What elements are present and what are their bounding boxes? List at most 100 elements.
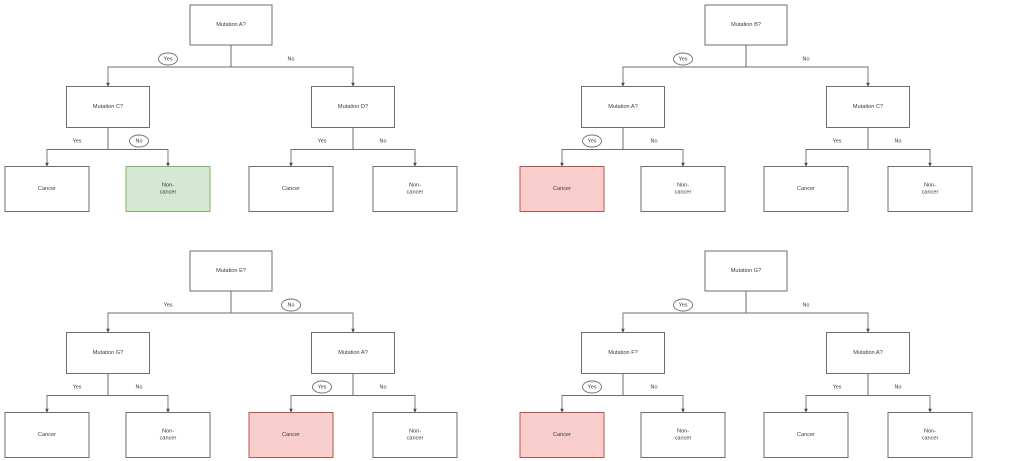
tree-bottom-left-leaf-3[interactable]	[248, 412, 334, 458]
tree-top-left-leaf-3[interactable]	[248, 166, 334, 212]
tree-top-left-edge-r-yes	[289, 127, 354, 167]
tree-top-right-leaf-4-label: Non-cancer	[922, 183, 939, 196]
tree-top-left-leaf-1-label: Cancer	[38, 186, 56, 192]
tree-top-left-leaf-2-label: Non-cancer	[160, 183, 177, 196]
tree-top-left-branch-root-no-label: No	[288, 56, 295, 62]
tree-top-right-leaf-1[interactable]	[519, 166, 605, 212]
tree-top-left-leaf-2[interactable]	[125, 166, 211, 212]
tree-bottom-left: Mutation E? Mutation G? Mutation A? Cancer N…	[4, 250, 458, 458]
tree-top-right-edge-l-no	[622, 127, 685, 167]
tree-bottom-right-edge-root-no	[745, 291, 870, 333]
tree-bottom-left-branch-l-yes-label: Yes	[73, 384, 82, 390]
tree-bottom-right-branch-l-no-label: No	[651, 384, 658, 390]
tree-top-left-edge-l-yes	[45, 127, 109, 167]
tree-bottom-right-branch-root-no-label: No	[803, 302, 810, 308]
tree-top-right-branch-r-yes-label: Yes	[833, 138, 842, 144]
tree-top-left-right-node[interactable]	[311, 86, 395, 128]
tree-bottom-left-edge-root-no	[230, 291, 355, 333]
tree-bottom-left-root-node-label: Mutation E?	[216, 268, 246, 274]
tree-top-right-root-node-label: Mutation B?	[731, 22, 761, 28]
tree-bottom-right-edge-root-yes	[621, 291, 747, 333]
tree-top-right-right-node-label: Mutation C?	[853, 104, 883, 110]
tree-top-left-edge-r-no	[352, 127, 417, 167]
tree-bottom-left-right-node-label: Mutation A?	[338, 350, 368, 356]
tree-bottom-right-right-node-label: Mutation A?	[853, 350, 883, 356]
tree-top-right-branch-root-yes-label: Yes	[679, 56, 688, 62]
tree-top-right-leaf-2-label: Non-cancer	[675, 183, 692, 196]
tree-top-left-left-node-label: Mutation C?	[93, 104, 123, 110]
tree-top-left-leaf-3-label: Cancer	[282, 186, 300, 192]
tree-bottom-left-leaf-1-label: Cancer	[38, 432, 56, 438]
tree-top-left-branch-l-no-label: No	[136, 138, 143, 144]
tree-top-right: Mutation B? Mutation A? Mutation C? Cancer N…	[519, 4, 973, 212]
tree-top-left-edge-root-no	[230, 45, 355, 87]
tree-top-left-right-node-label: Mutation D?	[338, 104, 368, 110]
tree-bottom-right-right-node[interactable]	[826, 332, 910, 374]
tree-bottom-left-leaf-1[interactable]	[4, 412, 90, 458]
tree-bottom-right-left-node-label: Mutation F?	[608, 350, 638, 356]
tree-bottom-right-leaf-4[interactable]	[887, 412, 973, 458]
tree-bottom-left-branch-r-yes-label: Yes	[318, 384, 327, 390]
tree-top-right-leaf-3[interactable]	[763, 166, 849, 212]
tree-top-right-root-node[interactable]	[704, 4, 788, 46]
tree-bottom-left-branch-root-no-label: No	[288, 302, 295, 308]
tree-bottom-right-leaf-3-label: Cancer	[797, 432, 815, 438]
tree-top-right-branch-l-no-label: No	[651, 138, 658, 144]
tree-bottom-right-leaf-3[interactable]	[763, 412, 849, 458]
tree-top-left-branch-r-yes-label: Yes	[318, 138, 327, 144]
tree-bottom-left-branch-r-yes-label-ellipse	[312, 380, 332, 394]
tree-top-right-leaf-3-label: Cancer	[797, 186, 815, 192]
tree-bottom-left-edge-l-no	[107, 373, 170, 413]
tree-top-right-right-node[interactable]	[826, 86, 910, 128]
tree-bottom-right-left-node[interactable]	[581, 332, 665, 374]
tree-bottom-right: Mutation G? Mutation F? Mutation A? Cancer N…	[519, 250, 973, 458]
tree-bottom-right-leaf-1[interactable]	[519, 412, 605, 458]
tree-bottom-right-branch-r-no-label: No	[895, 384, 902, 390]
tree-top-left-branch-root-yes-label-ellipse	[158, 52, 178, 66]
tree-top-left-branch-r-no-label: No	[380, 138, 387, 144]
tree-top-left-root-node[interactable]	[189, 4, 273, 46]
tree-bottom-left-right-node[interactable]	[311, 332, 395, 374]
tree-bottom-right-branch-r-yes-label: Yes	[833, 384, 842, 390]
tree-top-right-leaf-1-label: Cancer	[553, 186, 571, 192]
tree-top-left-edge-root-yes	[106, 45, 232, 87]
tree-bottom-right-root-node[interactable]	[704, 250, 788, 292]
tree-top-left: Mutation A? Mutation C? Mutation D? Cancer N…	[4, 4, 458, 212]
tree-top-left-leaf-4-label: Non-cancer	[407, 183, 424, 196]
tree-top-left-leaf-1[interactable]	[4, 166, 90, 212]
tree-bottom-right-leaf-4-label: Non-cancer	[922, 429, 939, 442]
tree-top-right-leaf-2[interactable]	[640, 166, 726, 212]
tree-top-right-branch-l-yes-label: Yes	[588, 138, 597, 144]
tree-top-right-branch-root-no-label: No	[803, 56, 810, 62]
tree-bottom-left-branch-root-no-label-ellipse	[281, 298, 301, 312]
tree-bottom-right-leaf-2[interactable]	[640, 412, 726, 458]
tree-bottom-right-root-node-label: Mutation G?	[731, 268, 761, 274]
tree-bottom-left-edge-r-no	[352, 373, 417, 413]
tree-top-right-branch-l-yes-label-ellipse	[582, 134, 602, 148]
tree-top-left-branch-root-yes-label: Yes	[164, 56, 173, 62]
tree-bottom-left-leaf-2[interactable]	[125, 412, 211, 458]
tree-bottom-right-edge-r-no	[867, 373, 932, 413]
tree-bottom-left-left-node[interactable]	[66, 332, 150, 374]
tree-top-right-edge-r-no	[867, 127, 932, 167]
tree-bottom-left-left-node-label: Mutation G?	[93, 350, 123, 356]
tree-bottom-left-edge-l-yes	[45, 373, 109, 413]
tree-bottom-left-edge-root-yes	[106, 291, 232, 333]
tree-top-left-root-node-label: Mutation A?	[216, 22, 246, 28]
tree-top-right-left-node[interactable]	[581, 86, 665, 128]
tree-top-right-left-node-label: Mutation A?	[608, 104, 638, 110]
tree-bottom-right-branch-root-yes-label-ellipse	[673, 298, 693, 312]
tree-bottom-left-root-node[interactable]	[189, 250, 273, 292]
tree-bottom-left-leaf-4[interactable]	[372, 412, 458, 458]
tree-bottom-left-branch-root-yes-label: Yes	[164, 302, 173, 308]
tree-top-left-branch-l-yes-label: Yes	[73, 138, 82, 144]
tree-top-right-branch-r-no-label: No	[895, 138, 902, 144]
tree-top-right-leaf-4[interactable]	[887, 166, 973, 212]
tree-bottom-left-leaf-2-label: Non-cancer	[160, 429, 177, 442]
tree-bottom-right-edge-l-no	[622, 373, 685, 413]
tree-top-left-leaf-4[interactable]	[372, 166, 458, 212]
tree-bottom-right-branch-l-yes-label-ellipse	[582, 380, 602, 394]
tree-top-left-left-node[interactable]	[66, 86, 150, 128]
tree-bottom-left-leaf-3-label: Cancer	[282, 432, 300, 438]
